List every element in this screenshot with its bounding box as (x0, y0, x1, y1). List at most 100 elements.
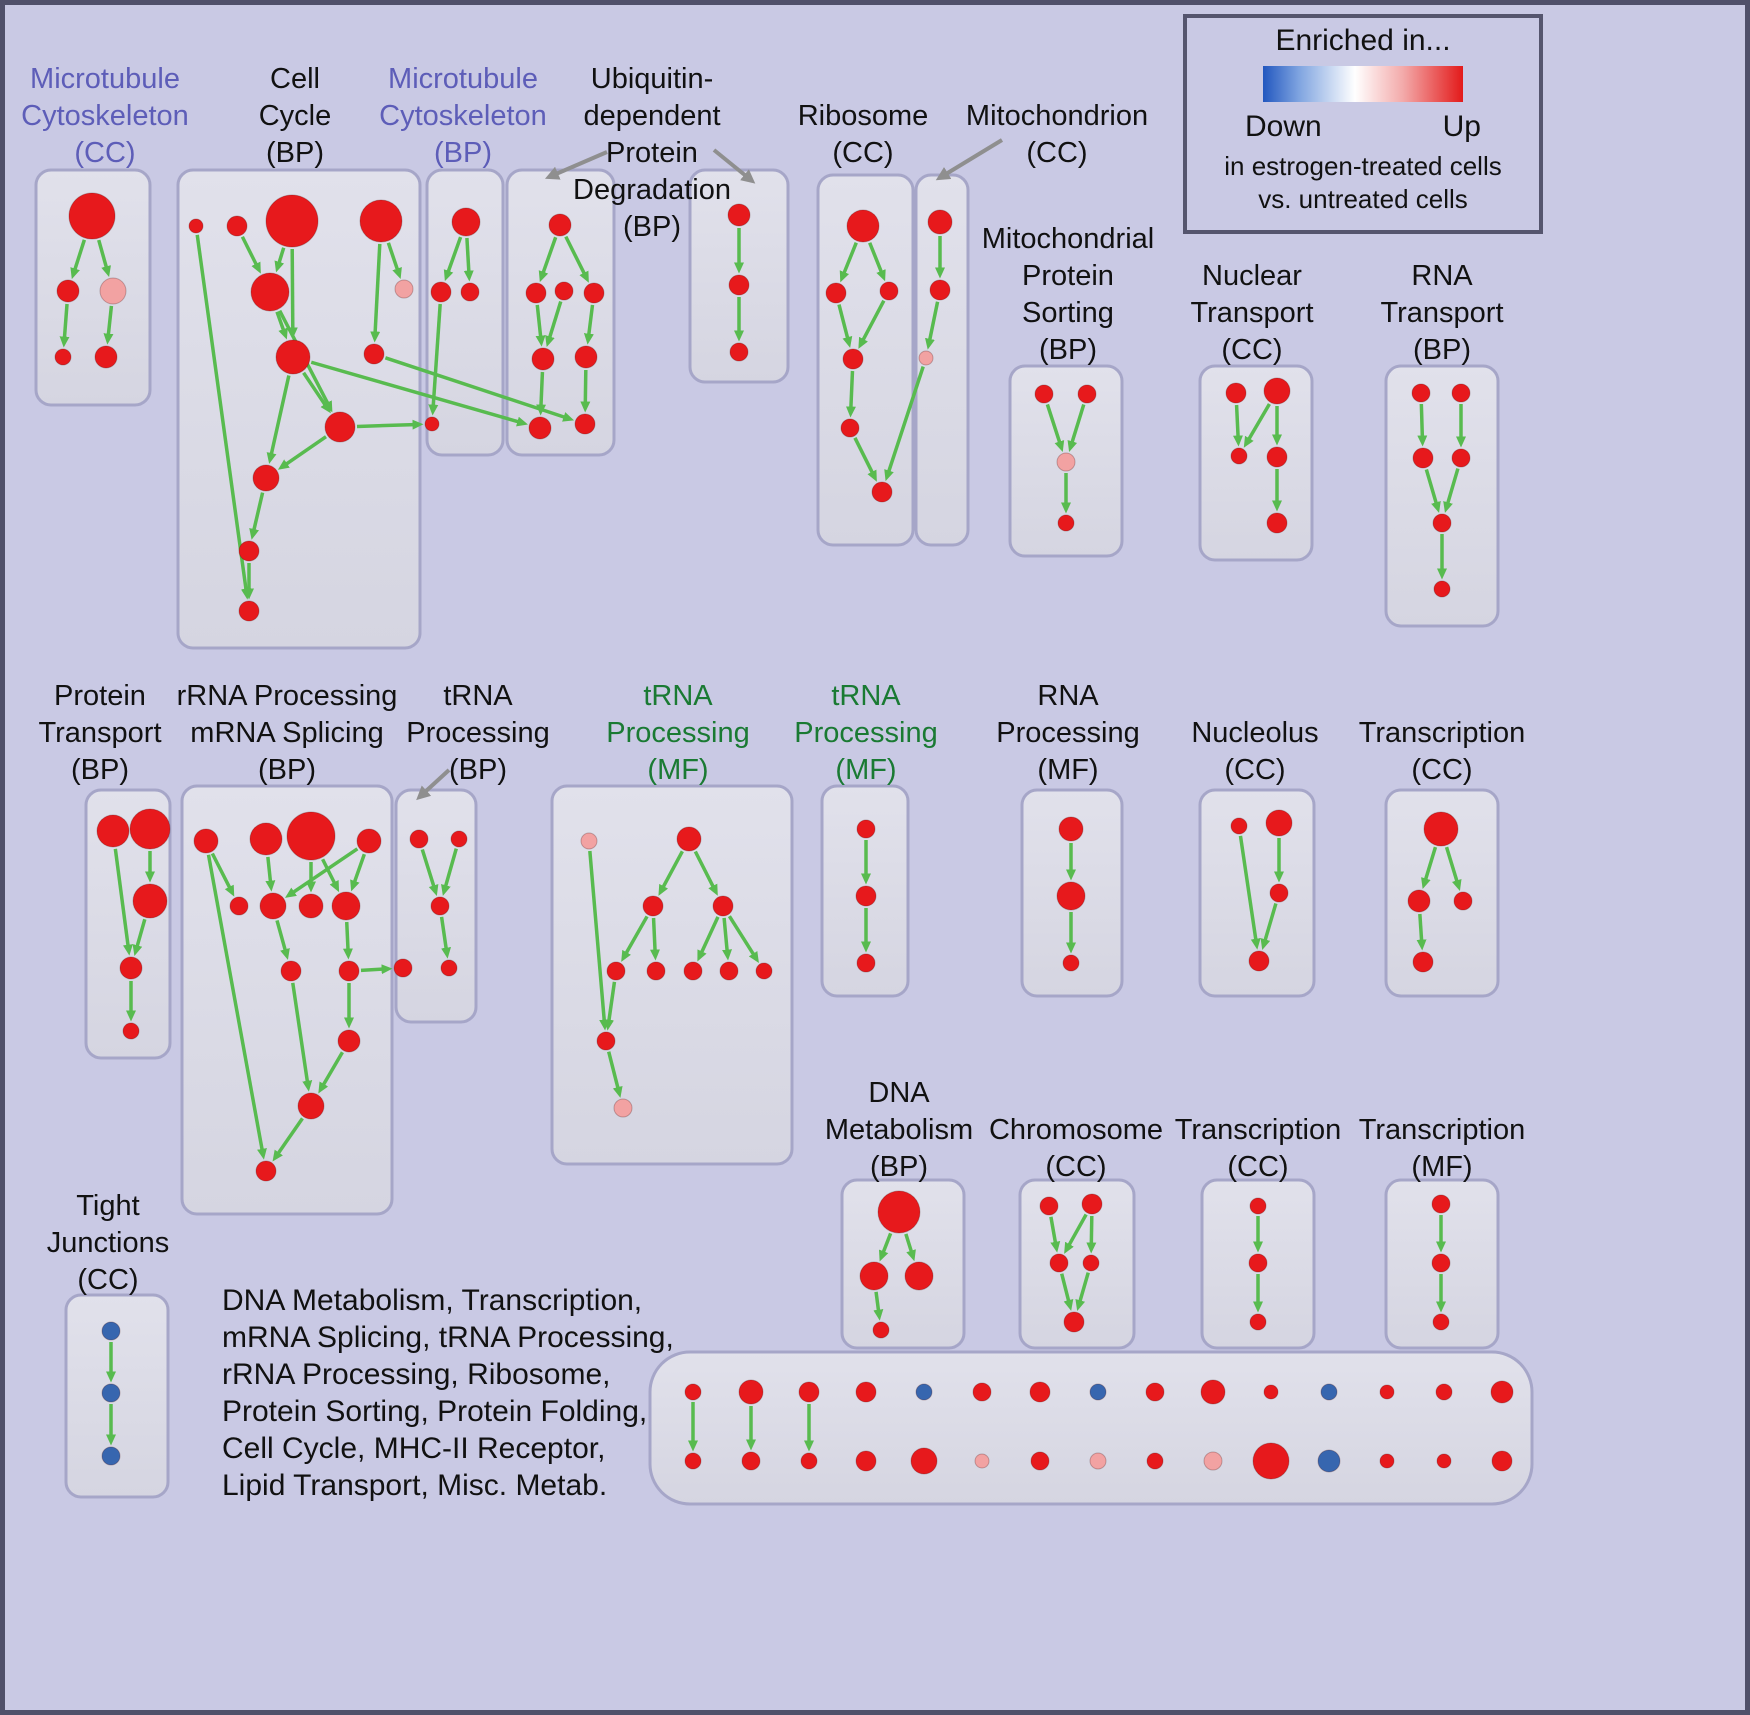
group-label-protein-transport-bp: Protein (54, 680, 146, 712)
edge-arrow-x1-x5 (210, 852, 235, 897)
node-p1 (1034, 384, 1054, 404)
node-ab3 (1062, 954, 1080, 972)
node-w1 (96, 814, 130, 848)
group-label-tight-junctions-cc: Tight (76, 1190, 139, 1222)
node-w5 (122, 1022, 140, 1040)
node-q2 (1263, 377, 1291, 405)
node-t3 (460, 282, 480, 302)
edge-arrow-ad1-ad2 (1421, 846, 1438, 890)
edge-arrow-c4-c8 (370, 243, 382, 343)
node-ab1 (1058, 816, 1084, 842)
group-label-nucleolus-cc: (CC) (1224, 754, 1285, 786)
node-bb13 (1379, 1453, 1395, 1469)
node-ae3 (904, 1261, 934, 1291)
edge-arrow-z3-z5 (621, 915, 649, 962)
edge-arrow-p2-p3 (1067, 403, 1086, 452)
group-label-chromosome-cc: (CC) (1045, 1151, 1106, 1183)
group-label-trna-bp: Processing (406, 717, 549, 749)
edge-arrow-z5-z10 (604, 981, 617, 1031)
node-bb7 (1030, 1451, 1050, 1471)
node-y4 (393, 958, 413, 978)
group-label-dna-metabolism-bp: Metabolism (825, 1114, 973, 1146)
group-label-rna-processing-mf: (MF) (1037, 754, 1098, 786)
node-r4 (842, 348, 864, 370)
node-aj2 (101, 1383, 121, 1403)
node-bt2 (738, 1379, 764, 1405)
group-label-rna-transport-bp: (BP) (1413, 334, 1471, 366)
legend-title: Enriched in... (1275, 24, 1451, 57)
node-ad1 (1423, 811, 1459, 847)
node-bt7 (1029, 1381, 1051, 1403)
node-bb1 (684, 1452, 702, 1470)
node-u2 (525, 282, 547, 304)
node-t2 (430, 281, 452, 303)
node-o2 (929, 279, 951, 301)
legend-context-line1: in estrogen-treated cells (1224, 151, 1502, 181)
group-label-trna-mf-2: tRNA (831, 680, 901, 712)
node-z4 (712, 895, 734, 917)
node-af2 (1081, 1193, 1103, 1215)
node-x9 (280, 960, 302, 982)
edge-arrow-c5-c7 (275, 311, 288, 340)
group-box-nuclear-transport-cc (1198, 364, 1314, 562)
node-x6 (259, 892, 287, 920)
edge-arrow-p1-p3 (1045, 403, 1065, 453)
node-ac4 (1248, 950, 1270, 972)
group-label-dna-metabolism-bp: (BP) (870, 1151, 928, 1183)
group-label-transcription-cc-1: (CC) (1411, 754, 1472, 786)
group-label-trna-mf-1: Processing (606, 717, 749, 749)
node-bt11 (1263, 1384, 1279, 1400)
node-bt3 (798, 1381, 820, 1403)
edge-arrow-u1-u2 (538, 236, 558, 283)
group-label-chromosome-cc: Chromosome (989, 1114, 1163, 1146)
group-label-mito-sorting-bp: Protein (1022, 260, 1114, 292)
edge-arrow-x2-x6 (265, 856, 276, 892)
node-p4 (1057, 514, 1075, 532)
edge-arrow-ad2-ad4 (1416, 913, 1427, 951)
group-label-microtubule-cc: Microtubule (30, 63, 180, 95)
group-label-cell-cycle: Cycle (259, 100, 332, 132)
edge-arrow-r1-r2 (839, 242, 858, 283)
group-label-transcription-cc-2: (CC) (1227, 1151, 1288, 1183)
edge-arrow-x3-x8 (321, 858, 340, 893)
guide-arrow-1 (544, 150, 608, 180)
edge-arrow-x4-x8 (350, 853, 366, 892)
edge-arrow-m2-m4 (59, 303, 70, 348)
node-x1 (193, 828, 219, 854)
group-label-mitochondrion-cc: Mitochondrion (966, 100, 1148, 132)
edge-arrow-q2-q3 (1243, 403, 1271, 448)
node-c7 (275, 339, 311, 375)
edge-arrow-x4-x6 (285, 847, 359, 898)
node-m4 (54, 348, 72, 366)
node-bb9 (1146, 1452, 1164, 1470)
group-label-mito-sorting-bp: Mitochondrial (982, 223, 1154, 255)
node-bt9 (1145, 1382, 1165, 1402)
edge-arrow-u4-u8 (583, 304, 595, 345)
group-label-rrna-mrna-bp: (BP) (258, 754, 316, 786)
node-u1 (548, 213, 572, 237)
edge-arrow-c10-c11 (249, 492, 265, 540)
edge-arrow-c3-c7 (287, 248, 298, 339)
node-ad2 (1407, 889, 1431, 913)
node-s4 (1451, 448, 1471, 468)
node-ah3 (1432, 1313, 1450, 1331)
edge-arrow-q1-q3 (1233, 404, 1244, 447)
node-z2 (676, 826, 702, 852)
group-label-mito-sorting-bp: Sorting (1022, 297, 1114, 329)
layer-nodes (54, 192, 1514, 1480)
edge-arrow-z1-z10 (588, 850, 610, 1031)
node-bb11 (1252, 1442, 1290, 1480)
group-box-rna-transport-bp (1384, 364, 1500, 628)
group-label-trna-bp: tRNA (443, 680, 513, 712)
node-x3 (286, 811, 336, 861)
node-z5 (606, 961, 626, 981)
group-box-dna-metabolism-bp (840, 1178, 966, 1350)
group-label-ribosome-cc: Ribosome (798, 100, 929, 132)
node-bt13 (1379, 1384, 1395, 1400)
node-t1 (451, 207, 481, 237)
node-bb2 (741, 1451, 761, 1471)
group-label-rna-transport-bp: RNA (1411, 260, 1473, 292)
node-z11 (613, 1098, 633, 1118)
